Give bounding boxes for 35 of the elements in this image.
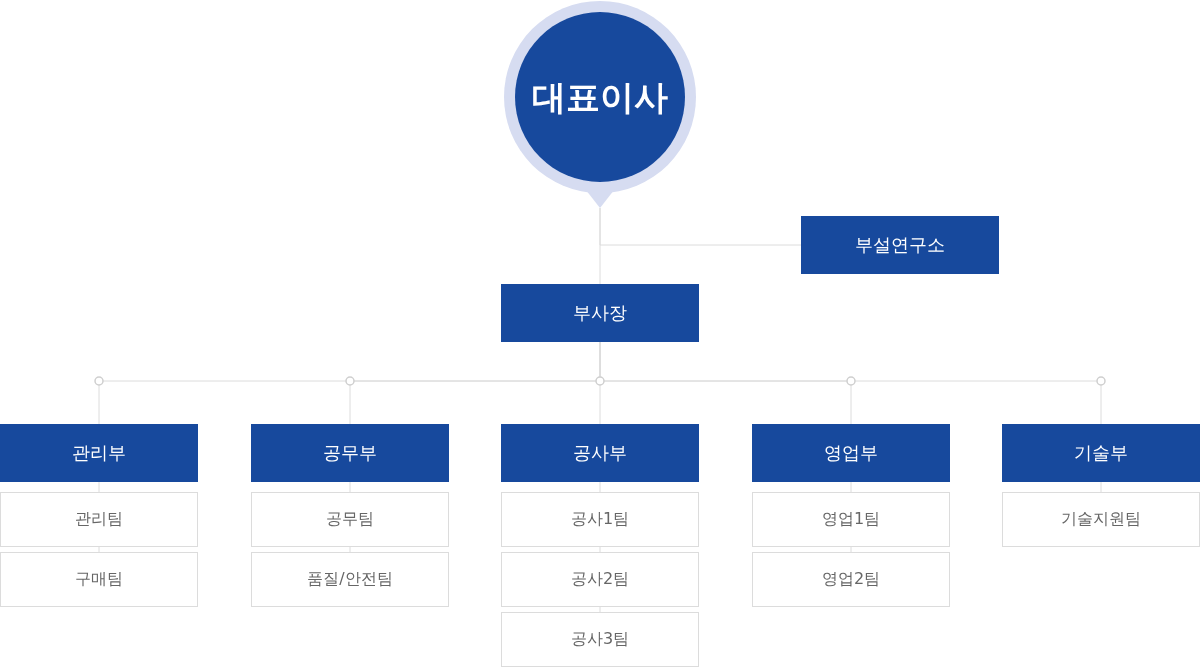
team-name: 기술지원팀 bbox=[1061, 509, 1141, 530]
team-box bbox=[501, 492, 699, 547]
team-name: 공사3팀 bbox=[570, 629, 630, 650]
department-box bbox=[501, 284, 699, 342]
department-name: 영업부 bbox=[824, 441, 878, 465]
team-name: 공사2팀 bbox=[570, 569, 630, 590]
team-name: 품질/안전팀 bbox=[307, 569, 393, 590]
department-box bbox=[1002, 424, 1200, 482]
team-box bbox=[1002, 492, 1200, 547]
department-name: 관리부 bbox=[72, 441, 126, 465]
department-box bbox=[752, 424, 950, 482]
department-box bbox=[501, 424, 699, 482]
team-box bbox=[752, 492, 950, 547]
department-name: 부설연구소 bbox=[855, 233, 945, 257]
department-name: 기술부 bbox=[1074, 441, 1128, 465]
team-box bbox=[501, 552, 699, 607]
team-name: 구매팀 bbox=[75, 569, 123, 590]
department-box bbox=[251, 424, 449, 482]
team-name: 관리팀 bbox=[75, 509, 123, 530]
team-box bbox=[0, 552, 198, 607]
team-box bbox=[251, 492, 449, 547]
department-box bbox=[0, 424, 198, 482]
department-name: 부사장 bbox=[573, 301, 627, 325]
department-name: 공사부 bbox=[573, 441, 627, 465]
team-name: 영업2팀 bbox=[821, 569, 881, 590]
node-label: 대표이사 bbox=[532, 76, 668, 118]
team-name: 영업1팀 bbox=[821, 509, 881, 530]
team-name: 공사1팀 bbox=[570, 509, 630, 530]
team-name: 공무팀 bbox=[326, 509, 374, 530]
team-box bbox=[752, 552, 950, 607]
department-name: 공무부 bbox=[323, 441, 377, 465]
department-box bbox=[801, 216, 999, 274]
team-box bbox=[0, 492, 198, 547]
team-box bbox=[251, 552, 449, 607]
team-box bbox=[501, 612, 699, 667]
